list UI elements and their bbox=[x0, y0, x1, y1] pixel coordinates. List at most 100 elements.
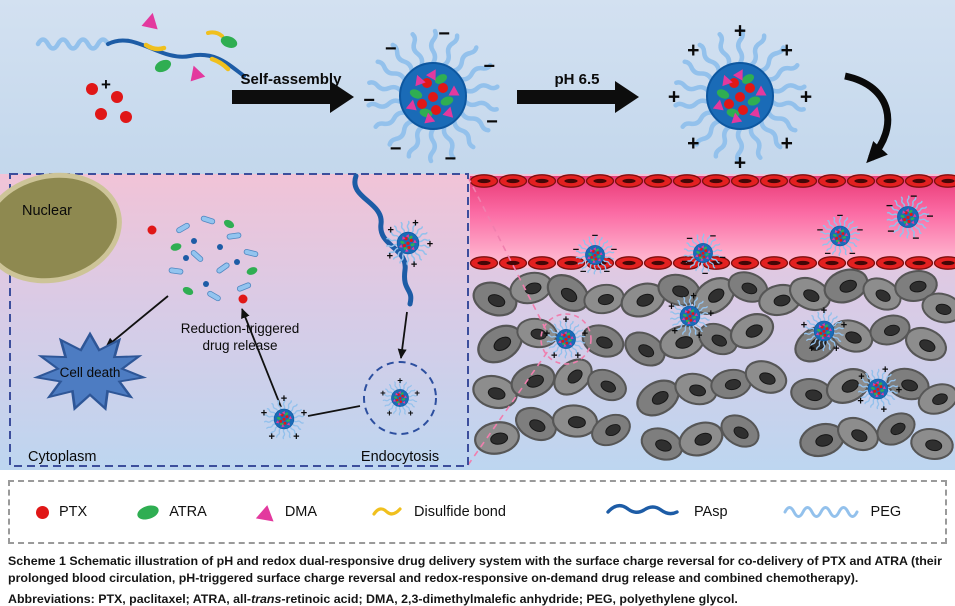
polymer-fragment bbox=[190, 250, 204, 262]
micelle-positive: +++++ bbox=[668, 290, 714, 342]
charge-sign: + bbox=[781, 39, 793, 62]
charge-sign: − bbox=[604, 266, 610, 278]
tumor-cell bbox=[509, 271, 553, 305]
micelle-positive: +++++ bbox=[385, 217, 433, 271]
tumor-cell bbox=[905, 326, 947, 362]
scheme-number: Scheme 1 bbox=[8, 554, 66, 568]
ptx-molecule bbox=[120, 111, 132, 123]
charge-sign: + bbox=[734, 20, 746, 43]
charge-sign: + bbox=[408, 408, 414, 419]
red-blood-cell bbox=[730, 174, 760, 188]
endothelium-bottom bbox=[469, 256, 955, 270]
atra-molecule bbox=[220, 36, 238, 48]
tumor-cell bbox=[546, 273, 590, 313]
tumor-cell bbox=[477, 324, 523, 364]
red-blood-cell bbox=[817, 174, 847, 188]
cytoplasm-label: Cytoplasm bbox=[28, 449, 97, 465]
zoom-line bbox=[467, 350, 549, 466]
charge-sign: + bbox=[800, 86, 812, 109]
self-assembly-label: Self-assembly bbox=[241, 71, 343, 88]
red-blood-cell bbox=[585, 174, 615, 188]
tumor-cell bbox=[789, 276, 831, 312]
nucleus bbox=[0, 172, 122, 284]
charge-sign: + bbox=[833, 343, 839, 355]
micelle-negative: −−−−− bbox=[886, 189, 934, 245]
tumor-cell bbox=[640, 427, 684, 461]
red-blood-cell bbox=[846, 256, 876, 270]
charge-sign: − bbox=[483, 56, 495, 78]
figure-caption: Scheme 1 Schematic illustration of pH an… bbox=[0, 544, 955, 606]
charge-sign: + bbox=[708, 308, 714, 320]
polymer-fragment bbox=[191, 238, 197, 244]
ptx-molecule bbox=[95, 108, 107, 120]
charge-sign: − bbox=[363, 89, 375, 111]
tumor-cell bbox=[720, 414, 760, 448]
red-blood-cell bbox=[904, 256, 934, 270]
charge-sign: + bbox=[808, 343, 814, 355]
tumor-cell-interior: Nuclear Cell death Reduction-triggered d… bbox=[0, 172, 469, 467]
endothelium-top bbox=[469, 174, 955, 188]
red-blood-cell bbox=[904, 174, 934, 188]
disulfide-bond bbox=[206, 30, 224, 38]
charge-sign: + bbox=[544, 328, 550, 340]
charge-sign: + bbox=[411, 259, 417, 271]
micelle-positive: ++++++++ bbox=[668, 20, 812, 175]
charge-sign: + bbox=[412, 217, 418, 229]
red-blood-cell bbox=[933, 174, 955, 188]
charge-sign: + bbox=[881, 404, 887, 416]
legend-label-disulfide: Disulfide bond bbox=[414, 504, 506, 520]
tumor-cell bbox=[474, 421, 520, 455]
charge-sign: + bbox=[841, 320, 847, 332]
abbreviations-text: PTX, paclitaxel; ATRA, all-trans-retinoi… bbox=[98, 591, 738, 606]
charge-sign: + bbox=[896, 385, 902, 397]
released-atra bbox=[223, 219, 235, 229]
tumor-cell bbox=[581, 324, 625, 358]
micelle-positive: +++++ bbox=[261, 393, 307, 443]
micelle-negative: −−−−− bbox=[681, 231, 725, 280]
red-blood-cell bbox=[643, 174, 673, 188]
tumor-cell bbox=[678, 421, 724, 457]
red-blood-cell bbox=[672, 174, 702, 188]
cell-death-burst bbox=[32, 331, 148, 411]
polymer-fragment bbox=[203, 281, 209, 287]
tumor-cell bbox=[894, 270, 938, 302]
legend: PTX ATRA DMA Disulfide bond PAsp PEG bbox=[8, 480, 947, 544]
charge-sign: + bbox=[281, 393, 287, 405]
charge-sign: + bbox=[858, 371, 864, 383]
polymer-fragment bbox=[236, 282, 252, 292]
charge-sign: − bbox=[580, 266, 586, 278]
charge-sign: + bbox=[397, 375, 403, 386]
charge-sign: + bbox=[293, 431, 299, 443]
red-blood-cell bbox=[527, 174, 557, 188]
disulfide-bond bbox=[143, 42, 167, 52]
charge-sign: + bbox=[696, 330, 702, 342]
charge-sign: + bbox=[387, 408, 393, 419]
charge-sign: + bbox=[734, 152, 746, 175]
red-blood-cell bbox=[527, 256, 557, 270]
red-blood-cell bbox=[875, 174, 905, 188]
polymer-fragment bbox=[183, 255, 189, 261]
polymer-fragment bbox=[234, 259, 240, 265]
charge-sign: + bbox=[261, 408, 267, 420]
charge-sign: + bbox=[268, 431, 274, 443]
charge-sign: + bbox=[668, 301, 674, 313]
legend-label-ptx: PTX bbox=[59, 504, 88, 520]
charge-sign: − bbox=[592, 230, 598, 242]
ph-arrow bbox=[517, 81, 639, 113]
endocytosis-label: Endocytosis bbox=[361, 449, 439, 465]
tumor-cell bbox=[823, 268, 869, 304]
legend-item-atra: ATRA bbox=[135, 502, 207, 522]
polymer-fragment bbox=[168, 267, 184, 275]
disulfide-bond bbox=[209, 56, 231, 72]
tumor-cell bbox=[837, 416, 879, 452]
micelle-positive: +++++ bbox=[801, 305, 847, 355]
tumor-cell bbox=[553, 358, 593, 396]
charge-sign: − bbox=[385, 38, 397, 60]
charge-sign: + bbox=[690, 290, 696, 302]
tumor-cell bbox=[591, 413, 631, 447]
charge-sign: − bbox=[486, 111, 498, 133]
polymer-fragment bbox=[200, 215, 216, 225]
legend-item-ptx: PTX bbox=[36, 504, 87, 520]
self-assembly-arrow bbox=[232, 81, 354, 113]
